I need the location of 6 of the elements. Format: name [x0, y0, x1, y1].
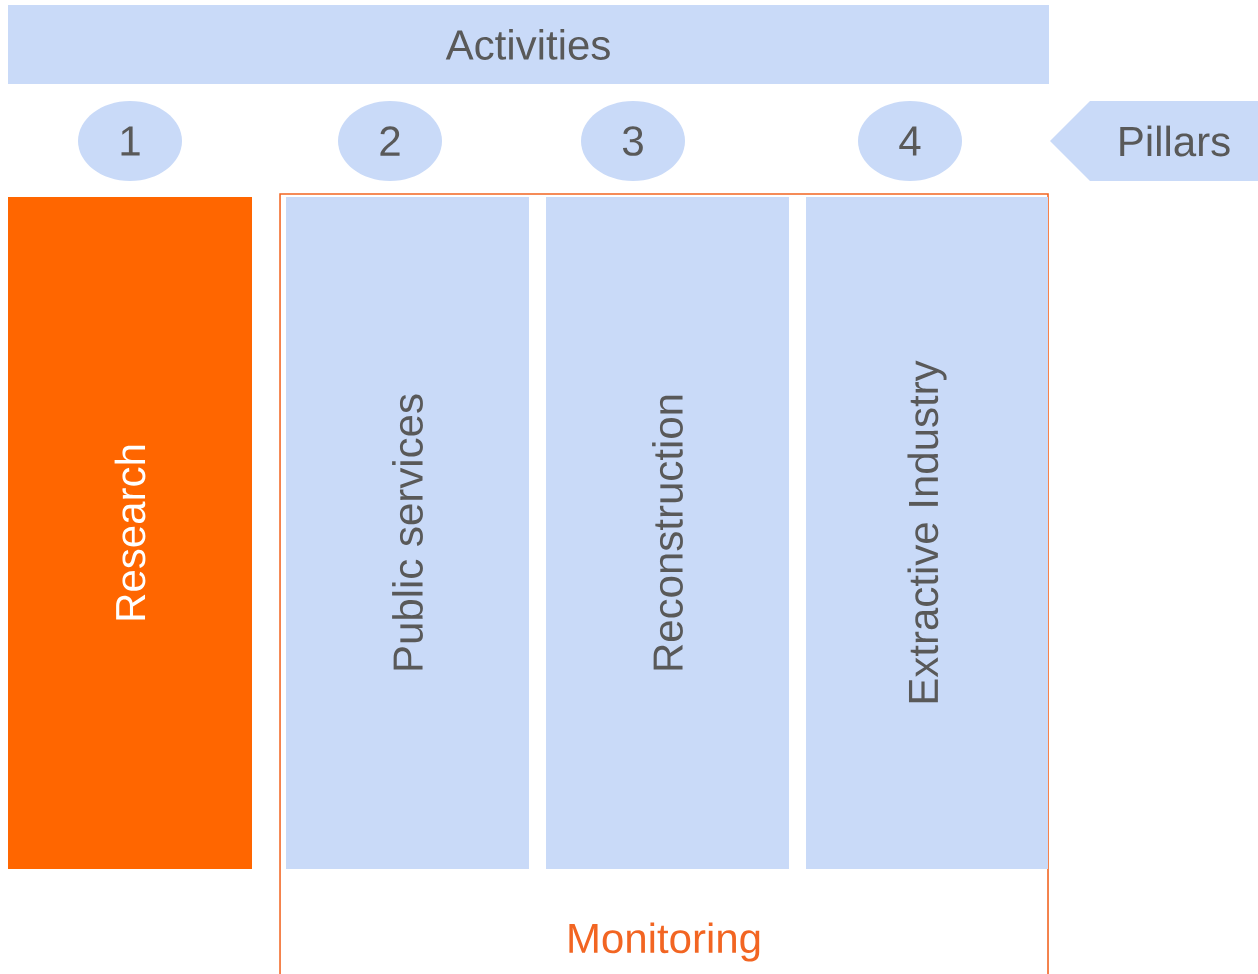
header-band: Activities: [8, 5, 1049, 84]
pillar-column: Reconstruction: [546, 197, 789, 869]
pillar-column: Research: [8, 197, 252, 869]
pointer-tag: Pillars: [1050, 101, 1258, 181]
pillar-column: Extractive Industry: [806, 197, 1048, 869]
pillar-column: Public services: [286, 197, 529, 869]
